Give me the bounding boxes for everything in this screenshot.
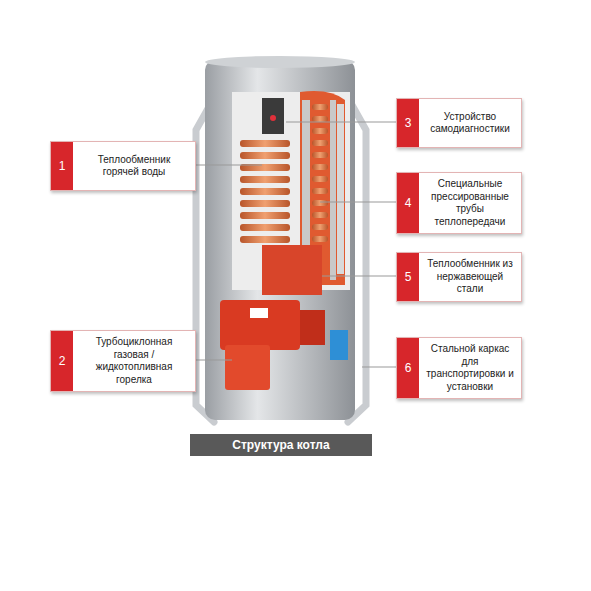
callout-number: 2 bbox=[51, 331, 73, 391]
callout-number: 1 bbox=[51, 142, 73, 190]
callout-text: Стальной каркас для транспортировки и ус… bbox=[419, 338, 521, 398]
callout-box: 6Стальной каркас для транспортировки и у… bbox=[396, 337, 522, 399]
burner bbox=[220, 300, 325, 390]
callout-number: 4 bbox=[397, 173, 419, 233]
callout-text: Теплообменник горячей воды bbox=[73, 142, 195, 190]
boiler-body bbox=[205, 60, 355, 420]
caption-band: Структура котла bbox=[190, 434, 372, 456]
callout-number: 6 bbox=[397, 338, 419, 398]
caption: Структура котла bbox=[232, 438, 329, 452]
callout-text: Теплообменник из нержавеющей стали bbox=[419, 253, 521, 301]
hot-water-exchanger bbox=[240, 140, 290, 243]
indicator bbox=[270, 115, 276, 121]
steel-exchanger bbox=[262, 245, 322, 295]
callout-box: 1Теплообменник горячей воды bbox=[50, 141, 196, 191]
boiler-top bbox=[205, 56, 355, 68]
callout-number: 5 bbox=[397, 253, 419, 301]
callout-text: Турбоциклонная газовая / жидкотопливная … bbox=[73, 331, 195, 391]
callout-text: Устройство самодиагностики bbox=[419, 99, 521, 147]
leader-lines bbox=[194, 122, 396, 367]
callout-number: 3 bbox=[397, 99, 419, 147]
callout-box: 3Устройство самодиагностики bbox=[396, 98, 522, 148]
callout-box: 2Турбоциклонная газовая / жидкотопливная… bbox=[50, 330, 196, 392]
callout-box: 5Теплообменник из нержавеющей стали bbox=[396, 252, 522, 302]
control-panel bbox=[262, 98, 284, 134]
callout-text: Специальные прессированные трубы теплопе… bbox=[419, 173, 521, 233]
callout-box: 4Специальные прессированные трубы теплоп… bbox=[396, 172, 522, 234]
blue-pipe bbox=[330, 330, 348, 360]
